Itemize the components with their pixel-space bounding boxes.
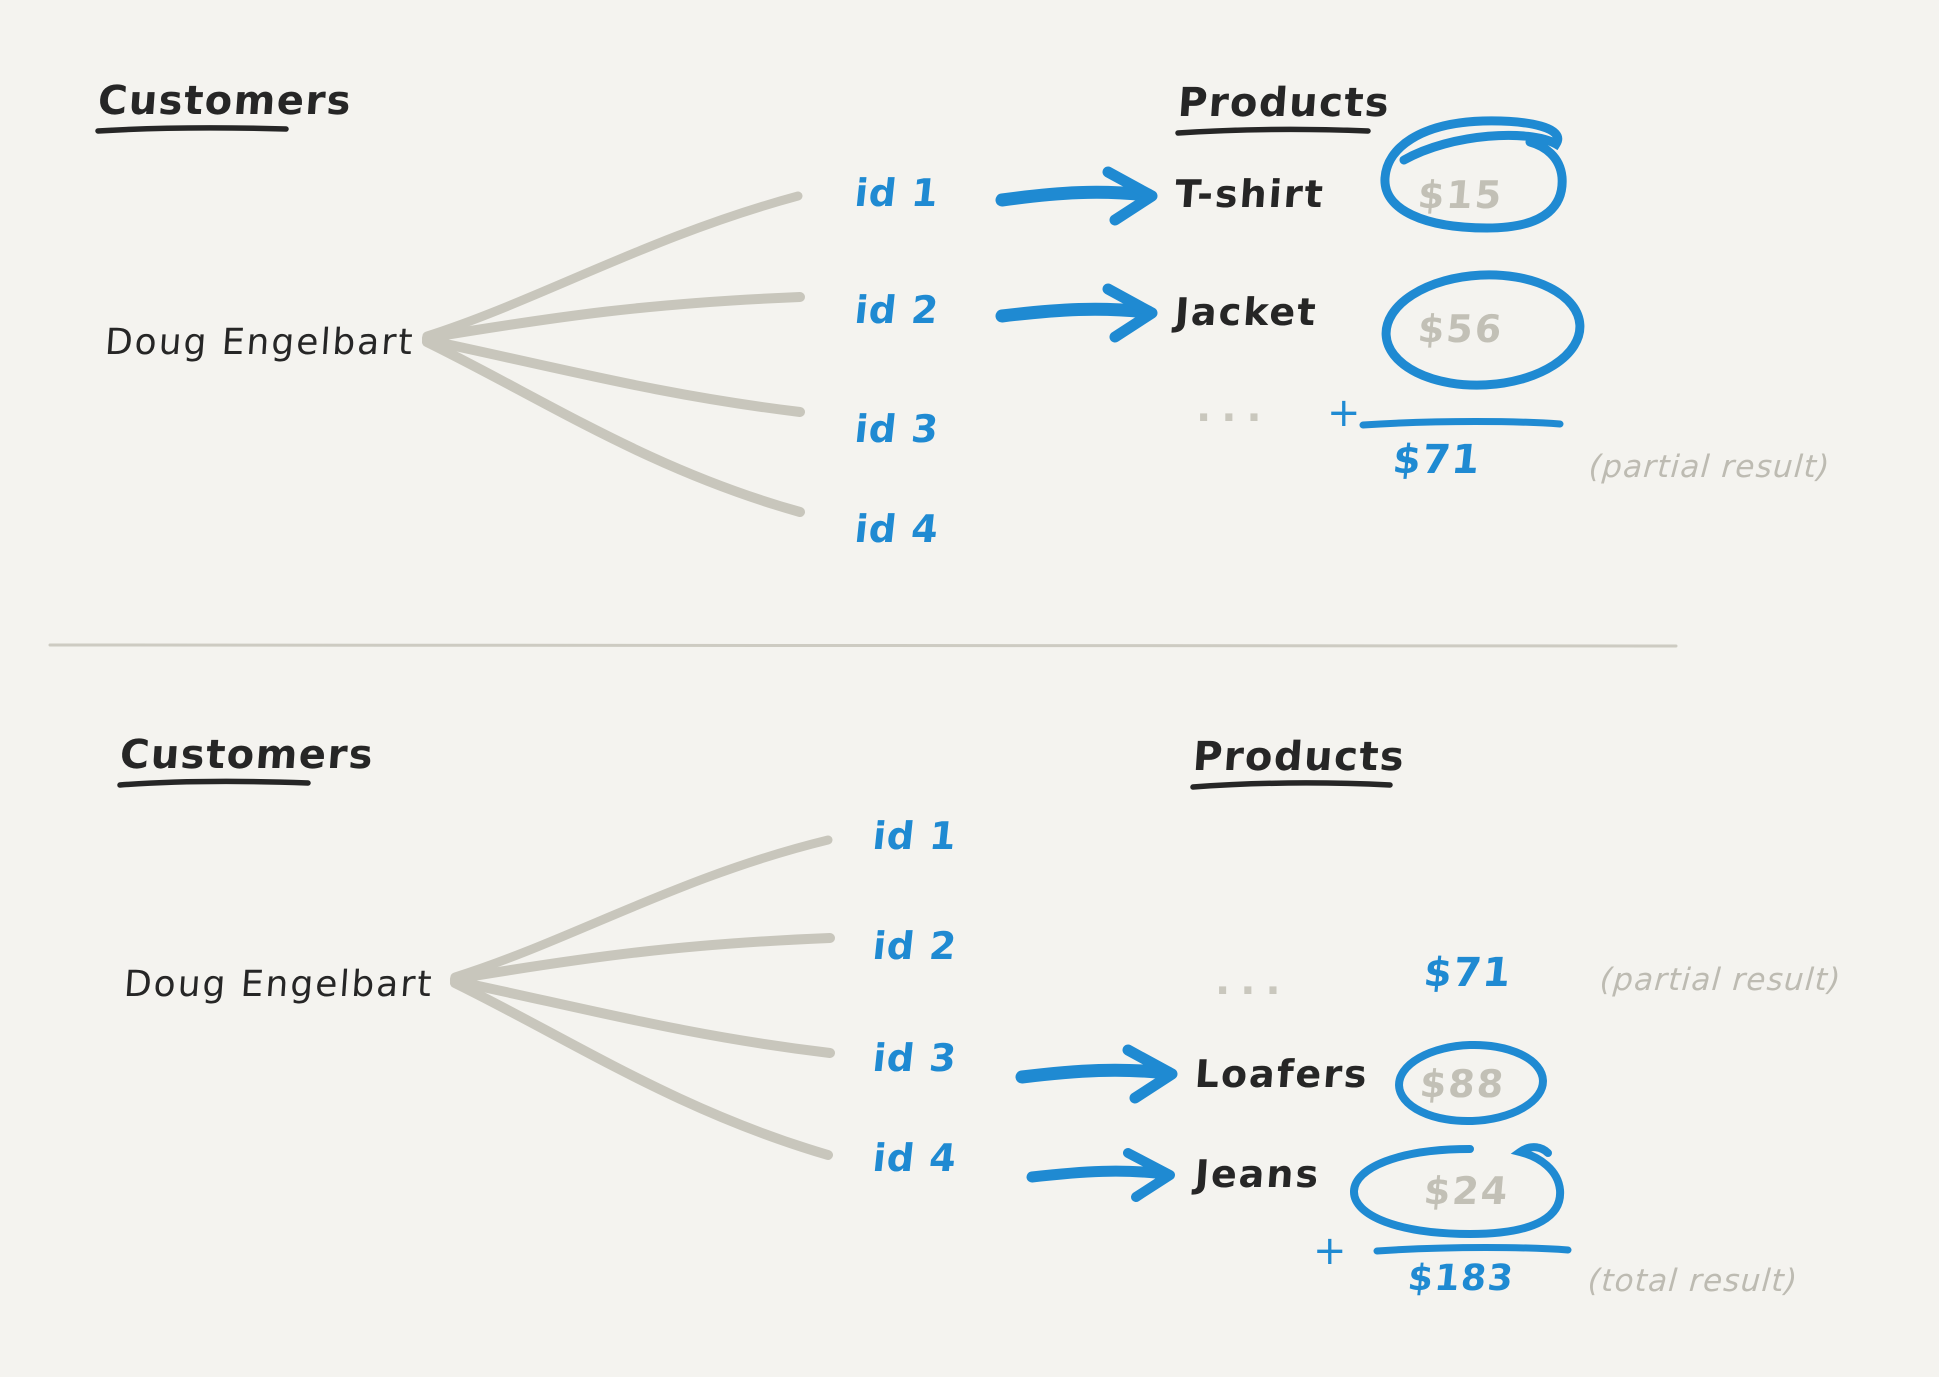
products-underline-top (1175, 126, 1371, 136)
customers-heading-top: Customers (96, 78, 354, 124)
arrow-id3-loafers (1015, 1044, 1178, 1104)
total-value-183: $183 (1405, 1258, 1517, 1299)
sum-value-top: $71 (1390, 437, 1484, 483)
id-label-top-2[interactable]: id 2 (852, 288, 942, 332)
id-label-bottom-3[interactable]: id 3 (870, 1036, 960, 1080)
id-label-bottom-2[interactable]: id 2 (870, 924, 960, 968)
price-value-56: $56 (1416, 307, 1506, 351)
products-heading-bottom: Products (1191, 734, 1407, 780)
product-label-jeans: Jeans (1193, 1152, 1322, 1196)
sum-line-top (1359, 418, 1564, 429)
id-label-top-4[interactable]: id 4 (852, 507, 942, 551)
ellipsis-bottom: ... (1215, 958, 1291, 1004)
ellipsis-top: ... (1196, 385, 1272, 431)
section-divider (48, 643, 1678, 648)
customers-underline-bottom (117, 778, 311, 788)
product-label-loafers: Loafers (1193, 1052, 1371, 1096)
product-label-tshirt: T-shirt (1173, 172, 1327, 216)
product-label-jacket: Jacket (1173, 290, 1320, 334)
sum-line-bottom (1373, 1244, 1572, 1255)
price-value-88: $88 (1418, 1062, 1508, 1106)
carried-value-71: $71 (1421, 950, 1515, 996)
plus-sign-top: + (1327, 390, 1362, 436)
arrow-id1-tshirt (995, 166, 1158, 226)
customers-heading-bottom: Customers (118, 732, 376, 778)
id-label-bottom-4[interactable]: id 4 (870, 1136, 960, 1180)
price-value-24: $24 (1422, 1169, 1512, 1213)
id-label-top-3[interactable]: id 3 (852, 407, 942, 451)
customer-name-bottom: Doug Engelbart (122, 964, 435, 1005)
customer-name-top: Doug Engelbart (103, 322, 416, 363)
arrow-id4-jeans (1026, 1148, 1175, 1202)
price-value-15: $15 (1416, 173, 1506, 217)
result-note-top: (partial result) (1587, 449, 1832, 485)
fan-curves-top (422, 191, 805, 517)
id-label-top-1[interactable]: id 1 (852, 171, 942, 215)
products-heading-top: Products (1176, 80, 1392, 126)
id-label-bottom-1[interactable]: id 1 (870, 814, 960, 858)
plus-sign-bottom: + (1313, 1228, 1348, 1274)
products-underline-bottom (1190, 780, 1393, 790)
fan-curves-bottom (450, 835, 835, 1160)
arrow-id2-jacket (995, 283, 1158, 343)
result-note-bottom: (total result) (1586, 1263, 1800, 1299)
carried-note-bottom: (partial result) (1598, 962, 1843, 998)
customers-underline-top (95, 125, 289, 134)
